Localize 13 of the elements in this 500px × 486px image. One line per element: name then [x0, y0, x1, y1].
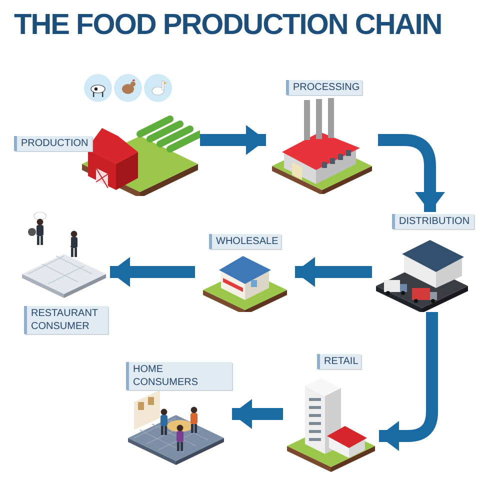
stage-label: DISTRIBUTION [392, 214, 474, 229]
arrow [379, 312, 438, 451]
arrow [232, 399, 283, 429]
arrow [200, 125, 266, 155]
stage-label: RESTAURANT CONSUMER [24, 306, 108, 334]
arrow [295, 257, 372, 287]
arrow [110, 257, 195, 287]
title: THE FOOD PRODUCTION CHAIN [14, 8, 442, 42]
stage-label: HOME CONSUMERS [126, 362, 232, 390]
stage-label: PROCESSING [286, 80, 362, 95]
stage-label: RETAIL [317, 354, 361, 369]
stage-label: WHOLESALE [209, 234, 281, 249]
stage-label: PRODUCTION [14, 136, 92, 151]
